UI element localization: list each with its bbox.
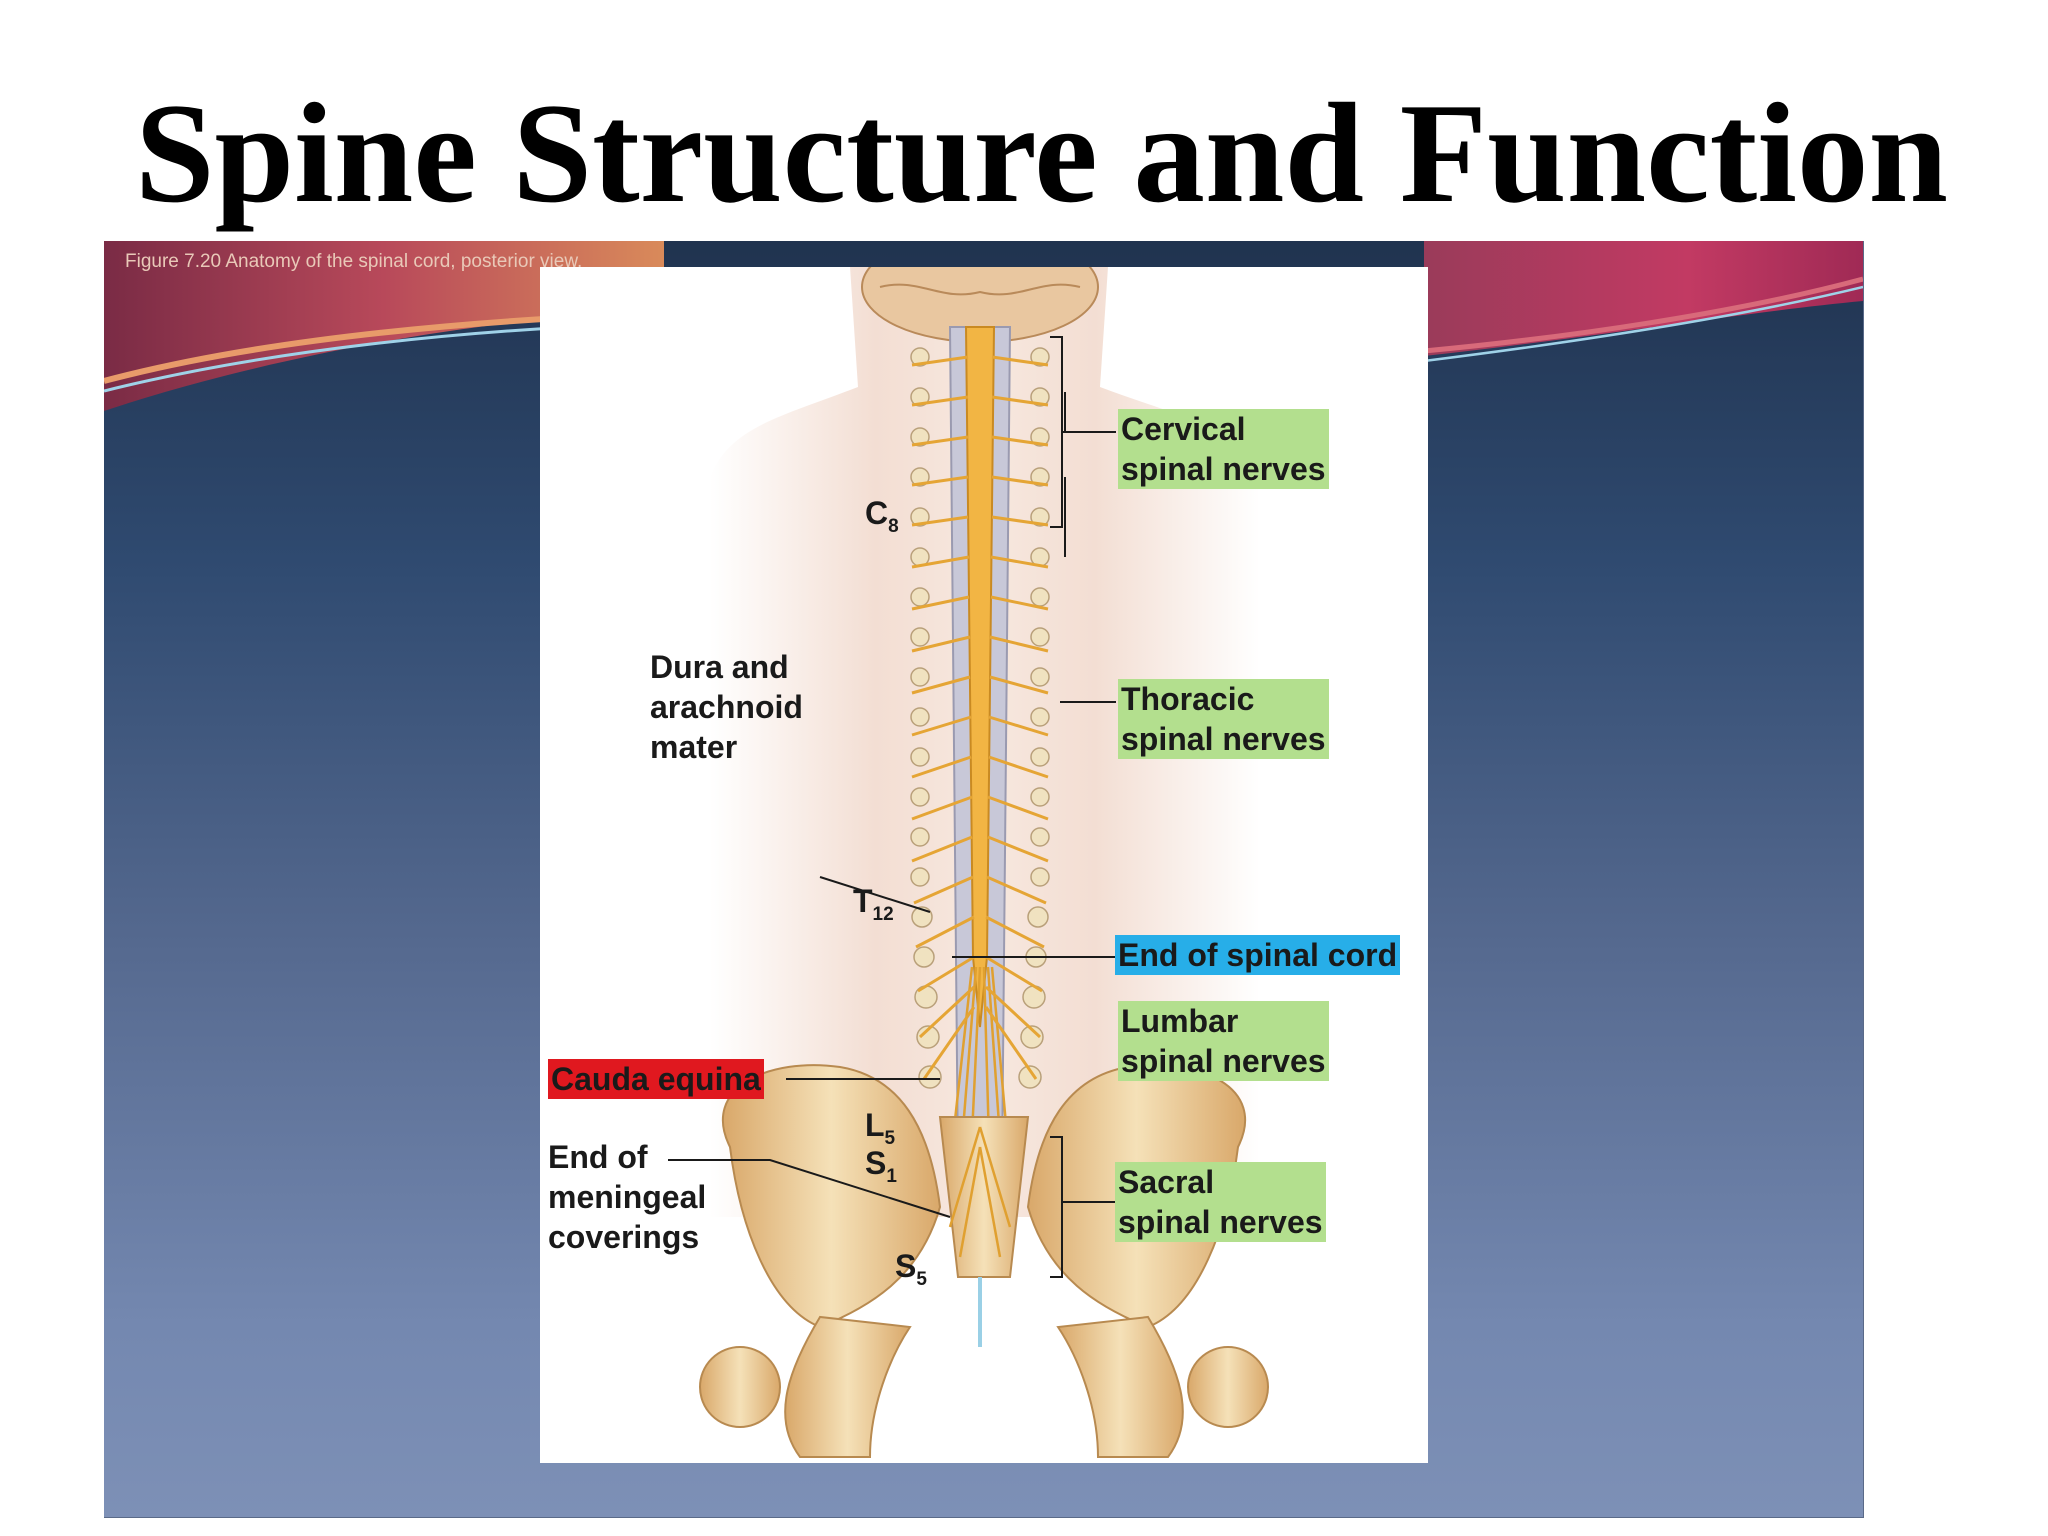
segment-c8-label: C8 bbox=[865, 495, 899, 537]
figure-panel: Figure 7.20 Anatomy of the spinal cord, … bbox=[104, 241, 1864, 1518]
segment-s1-label: S1 bbox=[865, 1145, 897, 1187]
sacrum-nerves bbox=[948, 1126, 1012, 1258]
cauda-equina-label: Cauda equina bbox=[548, 1059, 764, 1099]
meningeal-coverings-label: End of meningeal coverings bbox=[548, 1139, 707, 1255]
end-of-spinal-cord-label: End of spinal cord bbox=[1115, 935, 1401, 975]
lumbar-nerves-label: Lumbar spinal nerves bbox=[1118, 1001, 1329, 1081]
decorative-swoosh bbox=[104, 241, 1863, 411]
pelvis bbox=[699, 1064, 1269, 1458]
sacral-nerves-label: Sacral spinal nerves bbox=[1115, 1162, 1326, 1242]
vertebral-chain-left bbox=[910, 347, 942, 1089]
dura-arachnoid-label: Dura and arachnoid mater bbox=[650, 649, 803, 765]
vertebral-chain-right bbox=[1018, 347, 1050, 1089]
cervical-nerves-label: Cervical spinal nerves bbox=[1118, 409, 1329, 489]
spinal-nerve-branches bbox=[911, 355, 1049, 1080]
figure-caption: Figure 7.20 Anatomy of the spinal cord, … bbox=[125, 251, 583, 272]
segment-t12-label: T12 bbox=[853, 883, 894, 925]
spinal-cord-figure: Cervical spinal nerves Thoracic spinal n… bbox=[540, 267, 1428, 1463]
slide-title: Spine Structure and Function bbox=[135, 74, 1948, 232]
leader-lines bbox=[668, 336, 1116, 1278]
thoracic-nerves-label: Thoracic spinal nerves bbox=[1118, 679, 1329, 759]
segment-s5-label: S5 bbox=[895, 1248, 927, 1290]
segment-l5-label: L5 bbox=[865, 1107, 896, 1149]
